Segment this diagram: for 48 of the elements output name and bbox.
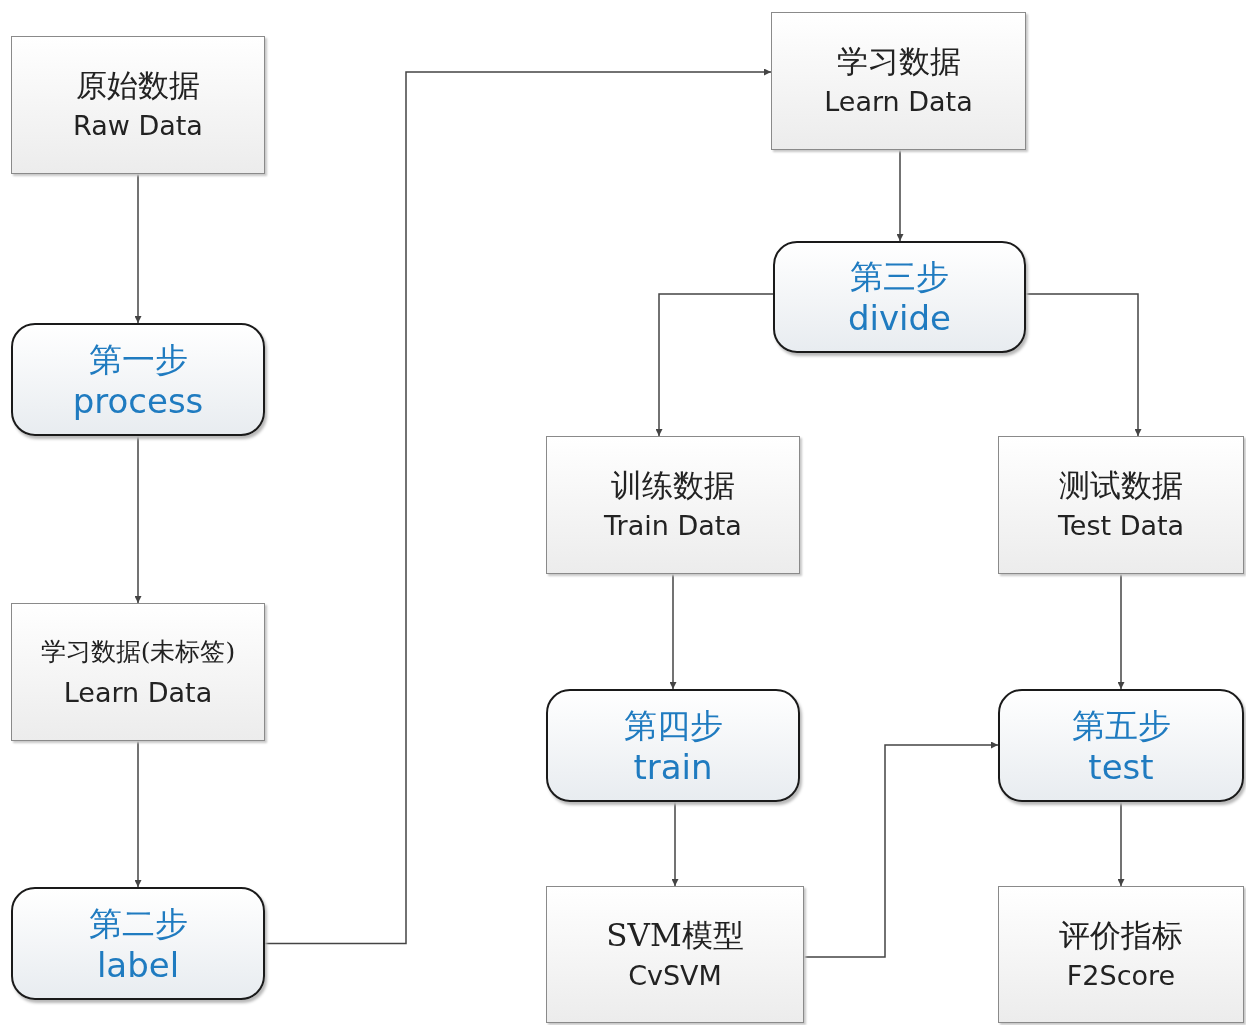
english-label: CvSVM [628,958,722,993]
chinese-title: 第五步 [1071,704,1171,747]
chinese-title: SVM模型 [606,915,744,955]
chinese-title: 第三步 [850,256,949,298]
arrow [655,293,774,437]
data-box [11,36,265,174]
english-label: Raw Data [73,109,203,143]
arrow [803,741,999,958]
process-step-box [998,689,1244,802]
english-label: F2Score [1066,958,1176,993]
data-box [998,436,1244,574]
data-box [546,436,800,574]
process-step-box [773,241,1026,353]
chinese-title: 第二步 [88,902,188,945]
arrow [134,435,142,604]
english-label: train [633,746,713,787]
arrow [1025,293,1142,437]
chinese-title: 测试数据 [1059,466,1183,505]
arrow [896,149,904,242]
chinese-title: 学习数据 [836,42,961,81]
chinese-title: 第一步 [88,338,188,381]
arrow [1117,801,1125,887]
arrow [134,740,142,888]
english-label: test [1088,746,1154,787]
english-label: Learn Data [824,85,973,119]
chinese-title: 训练数据 [611,466,735,505]
data-box [771,12,1026,150]
chinese-title: 原始数据 [76,66,200,105]
data-box [11,603,265,741]
process-step-box [11,323,265,436]
arrow [134,173,142,324]
chinese-title: 评价指标 [1059,915,1183,955]
english-label: divide [847,298,952,338]
arrow [1117,573,1125,690]
english-label: Train Data [604,509,742,543]
data-box [546,886,804,1023]
english-label: Test Data [1057,509,1185,543]
process-step-box [11,887,265,1000]
english-label: process [72,380,204,421]
arrow [671,801,679,887]
chinese-title: 第四步 [623,704,723,747]
process-step-box [546,689,800,802]
chinese-title: 学习数据(未标签) [40,636,236,668]
english-label: label [96,944,180,985]
english-label: Learn Data [63,676,213,710]
data-box [998,886,1244,1023]
arrow [264,68,772,945]
arrow [669,573,677,690]
